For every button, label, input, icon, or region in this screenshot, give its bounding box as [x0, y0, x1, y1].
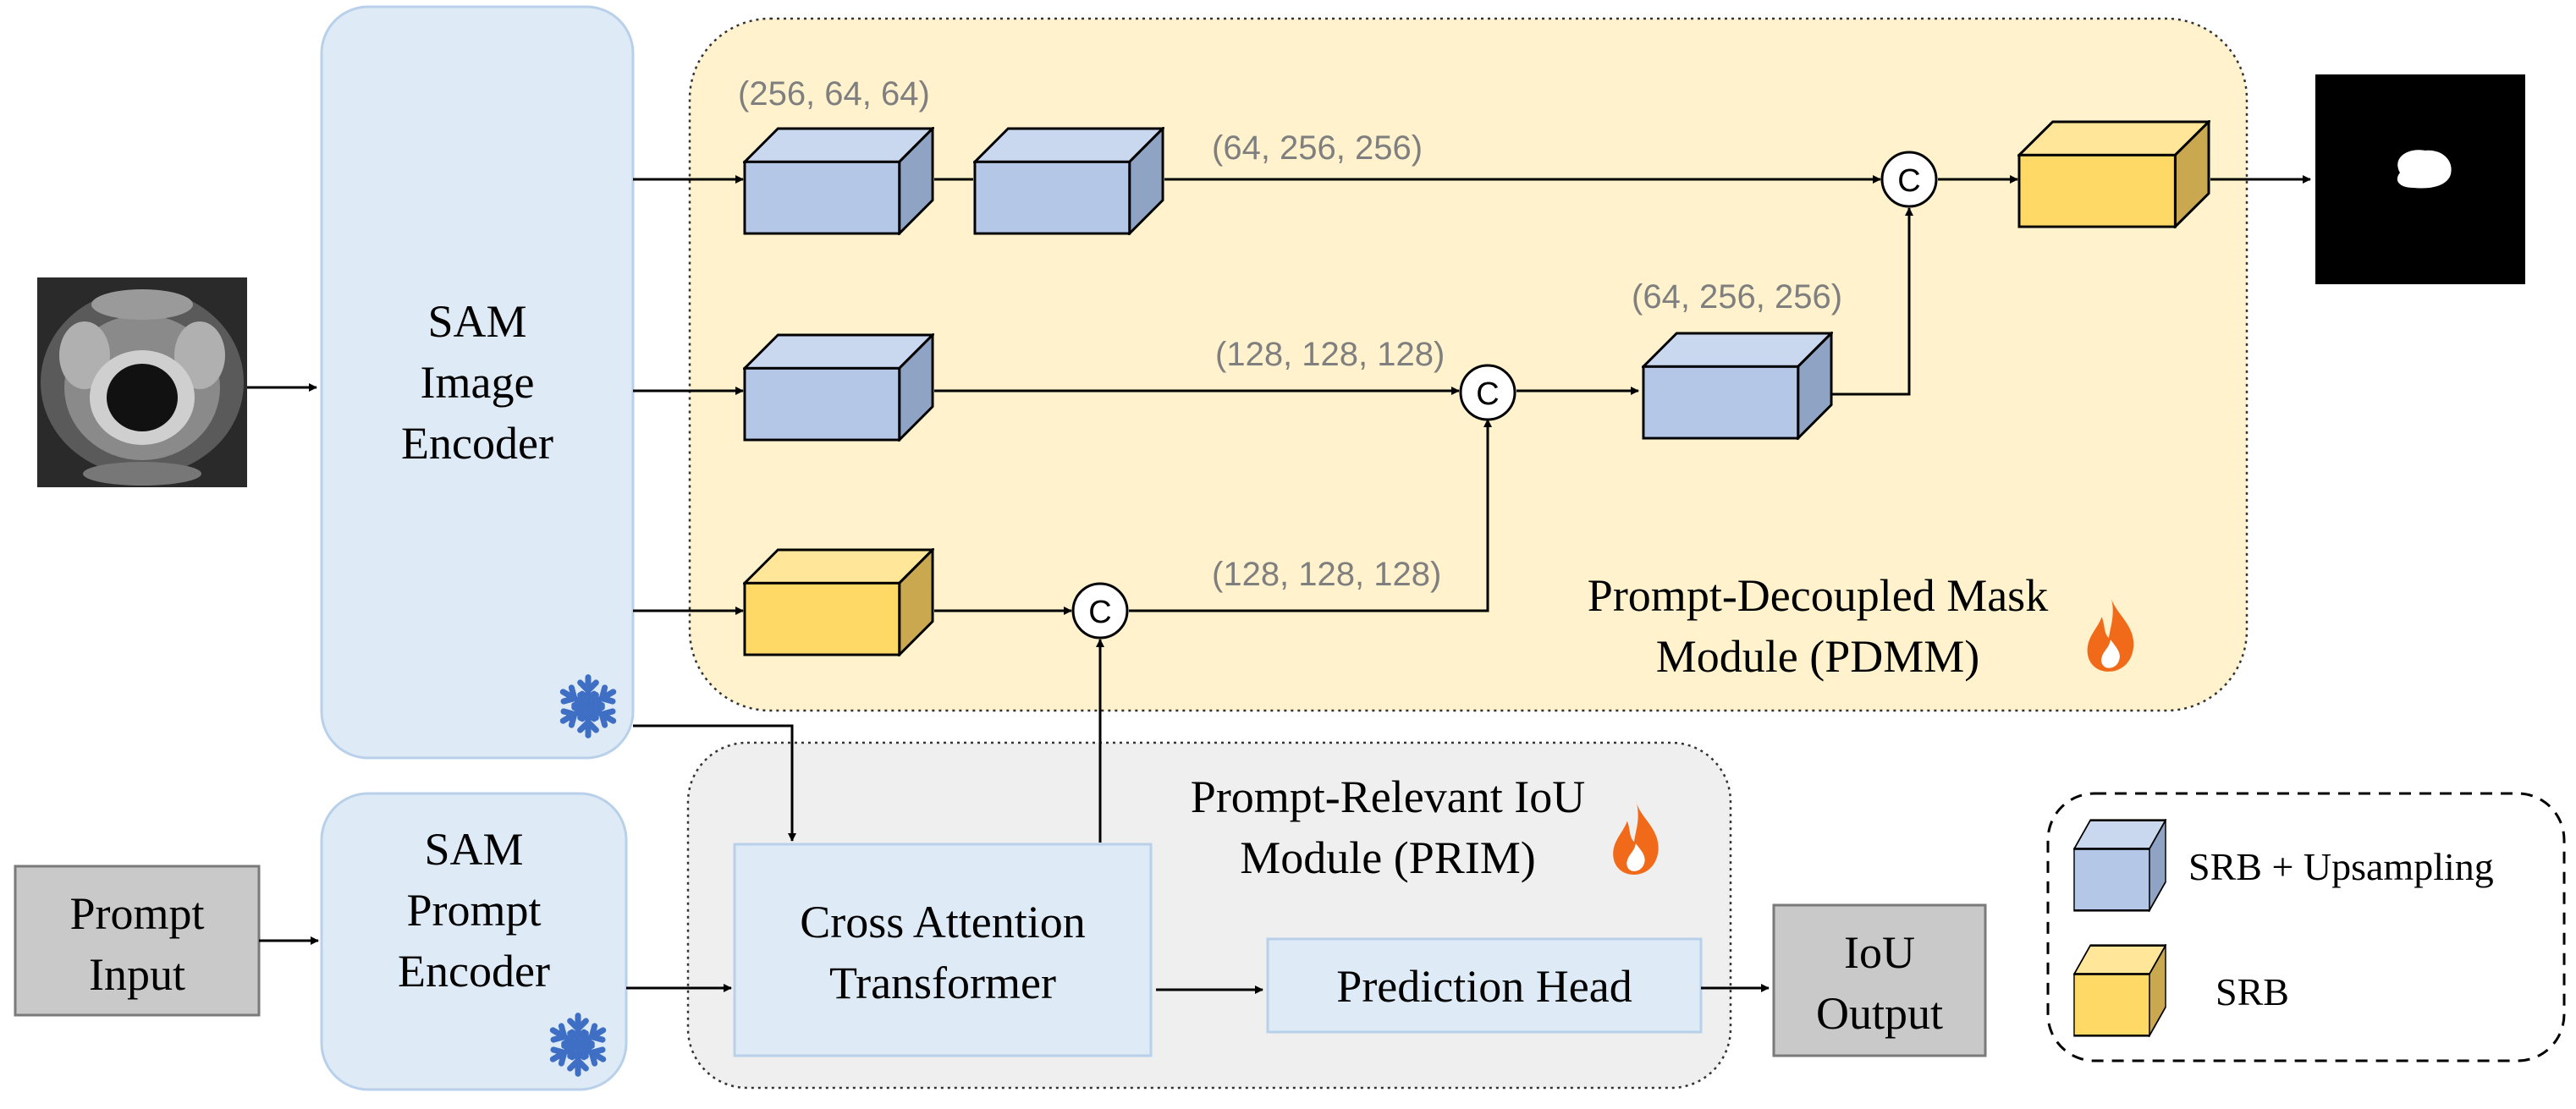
- pdmm-label-1: Prompt-Decoupled Mask: [1588, 570, 2048, 621]
- pdmm-label-2: Module (PDMM): [1656, 631, 1980, 682]
- sam-prompt-encoder: [320, 792, 628, 1091]
- legend-box: [2046, 792, 2566, 1062]
- bottom-row-block: [743, 548, 934, 656]
- arrow-middle-right-block-to-top-concat: [1830, 207, 1913, 396]
- top-row-block-2: [973, 127, 1164, 235]
- legend-yellow-block: [2073, 944, 2166, 1037]
- prim-label-2: Module (PRIM): [1240, 832, 1536, 883]
- sam-image-encoder: [320, 5, 635, 760]
- dim-label-middle-right: (64, 256, 256): [1632, 278, 1842, 316]
- middle-row-block: [743, 333, 934, 442]
- iou-output-box: [1772, 903, 1987, 1057]
- top-row-final-block: [2017, 120, 2210, 228]
- concat-symbol: C: [1088, 595, 1111, 630]
- dim-label-top-second: (64, 256, 256): [1212, 129, 1423, 167]
- prompt-encoder-label-3: Encoder: [398, 946, 550, 996]
- legend-srb-label: SRB: [2215, 970, 2289, 1013]
- middle-right-block: [1642, 332, 1833, 440]
- concat-node-middle: C: [1459, 364, 1516, 421]
- top-row-block-1: [743, 127, 934, 235]
- legend-blue-block: [2073, 819, 2166, 912]
- prompt-input-label-2: Input: [89, 949, 185, 1000]
- arrow-bottom-concat-to-middle-concat: [1129, 419, 1492, 612]
- concat-node-top: C: [1880, 151, 1938, 208]
- iou-output-label-2: Output: [1816, 988, 1943, 1039]
- prompt-encoder-label-1: SAM: [424, 824, 523, 875]
- prompt-input-box: [14, 865, 261, 1017]
- image-encoder-label-3: Encoder: [401, 418, 553, 469]
- cross-attention-transformer: [733, 843, 1153, 1057]
- dim-label-middle: (128, 128, 128): [1215, 336, 1445, 373]
- concat-symbol: C: [1897, 163, 1920, 199]
- concat-symbol: C: [1476, 376, 1499, 412]
- prompt-input-label-1: Prompt: [69, 888, 204, 939]
- prim-label-1: Prompt-Relevant IoU: [1191, 771, 1585, 822]
- legend-srb-upsampling-label: SRB + Upsampling: [2188, 845, 2494, 888]
- concat-node-bottom: C: [1071, 582, 1129, 640]
- prediction-head: [1266, 937, 1703, 1034]
- prediction-head-label: Prediction Head: [1336, 961, 1632, 1012]
- cross-attention-label-2: Transformer: [829, 958, 1056, 1008]
- image-encoder-label-2: Image: [421, 357, 535, 408]
- dim-label-bottom: (128, 128, 128): [1212, 556, 1441, 593]
- image-encoder-label-1: SAM: [427, 296, 526, 347]
- dim-label-top-first: (256, 64, 64): [738, 75, 930, 113]
- cross-attention-label-1: Cross Attention: [800, 897, 1086, 947]
- output-mask-image: [2315, 74, 2525, 284]
- arrow-image-encoder-to-cross-attention: [633, 724, 796, 842]
- prompt-encoder-label-2: Prompt: [406, 885, 541, 936]
- mri-input-image: [37, 277, 247, 487]
- iou-output-label-1: IoU: [1844, 927, 1915, 978]
